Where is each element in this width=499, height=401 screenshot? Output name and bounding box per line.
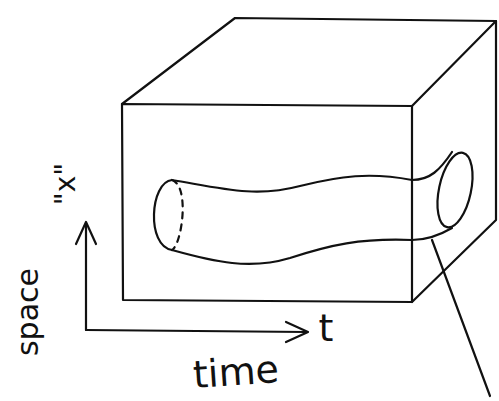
axis-label: space — [13, 268, 43, 356]
space-arrowhead — [76, 222, 96, 244]
time-arrowhead — [286, 322, 308, 342]
time-axis — [86, 330, 306, 332]
tube-right-end — [431, 150, 478, 231]
axis-variable: t — [319, 309, 334, 347]
front-face — [122, 104, 412, 302]
axes — [76, 222, 308, 342]
tube — [154, 150, 479, 264]
tube-left-end-hidden — [172, 180, 183, 250]
axis-variable: "x" — [52, 163, 80, 205]
space-axis — [85, 224, 87, 330]
leader-line — [432, 240, 490, 396]
tube-left-end — [154, 180, 172, 250]
axis-label: time — [192, 350, 280, 394]
tube-top — [172, 152, 452, 192]
right-face — [412, 21, 496, 302]
top-face — [122, 18, 496, 106]
tube-bottom — [172, 228, 452, 264]
